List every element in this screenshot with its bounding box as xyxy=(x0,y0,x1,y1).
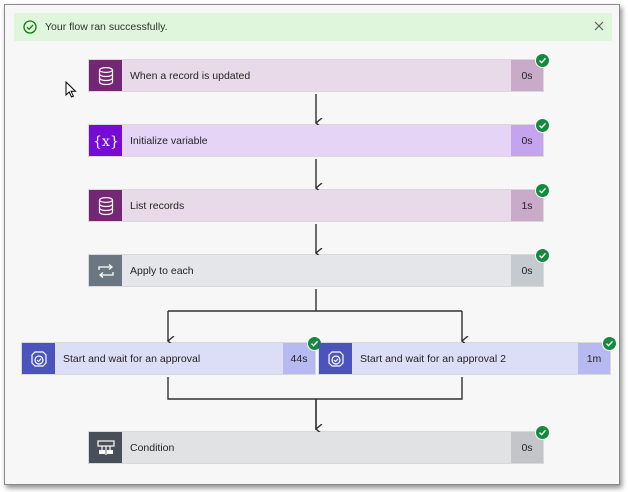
loop-icon xyxy=(89,255,122,286)
step-card-apply-to-each[interactable]: Apply to each 0s xyxy=(88,254,544,287)
success-badge-icon xyxy=(535,248,550,263)
step-duration: 0s xyxy=(511,255,543,286)
mouse-pointer-icon xyxy=(65,80,77,103)
database-icon xyxy=(89,190,122,221)
success-check-icon xyxy=(23,20,37,34)
step-card-condition[interactable]: Condition 0s xyxy=(88,431,544,464)
step-card-initialize-variable[interactable]: {x} Initialize variable 0s xyxy=(88,124,544,157)
step-label: Start and wait for an approval xyxy=(55,343,283,374)
variable-icon: {x} xyxy=(89,125,122,156)
step-label: Initialize variable xyxy=(122,125,511,156)
approval-icon xyxy=(319,343,352,374)
step-label: Apply to each xyxy=(122,255,511,286)
database-icon xyxy=(89,60,122,91)
step-card-list-records[interactable]: List records 1s xyxy=(88,189,544,222)
success-badge-icon xyxy=(535,183,550,198)
banner-message: Your flow ran successfully. xyxy=(45,21,168,33)
step-label: Condition xyxy=(122,432,511,463)
step-card-approval-2[interactable]: Start and wait for an approval 2 1m xyxy=(318,342,611,375)
step-card-trigger[interactable]: When a record is updated 0s xyxy=(88,59,544,92)
step-label: List records xyxy=(122,190,511,221)
success-badge-icon xyxy=(535,53,550,68)
flow-connectors xyxy=(5,94,620,485)
step-duration: 44s xyxy=(283,343,315,374)
step-label: Start and wait for an approval 2 xyxy=(352,343,578,374)
success-banner: Your flow ran successfully. xyxy=(14,13,612,41)
flow-run-canvas: Your flow ran successfully. When a recor… xyxy=(4,4,620,485)
success-badge-icon xyxy=(602,336,617,351)
step-card-approval-1[interactable]: Start and wait for an approval 44s xyxy=(21,342,316,375)
success-badge-icon xyxy=(307,336,322,351)
svg-text:{x}: {x} xyxy=(93,134,119,150)
success-badge-icon xyxy=(535,425,550,440)
approval-icon xyxy=(22,343,55,374)
step-label: When a record is updated xyxy=(122,60,511,91)
success-badge-icon xyxy=(535,118,550,133)
close-icon[interactable] xyxy=(592,19,606,33)
condition-icon xyxy=(89,432,122,463)
